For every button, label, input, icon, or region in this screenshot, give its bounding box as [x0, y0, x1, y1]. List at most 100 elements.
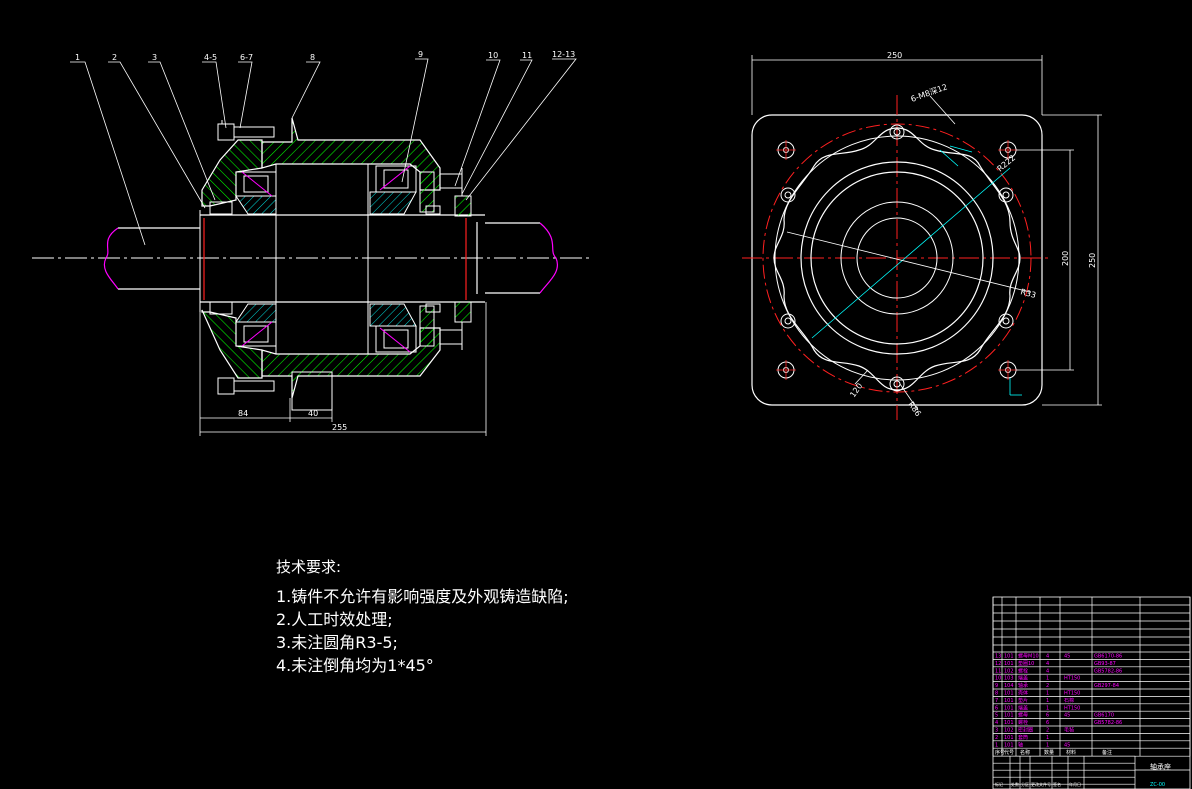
part-row-code: 101 [1004, 742, 1014, 748]
bearing-left [235, 171, 277, 347]
annotation-leaders [811, 145, 1022, 396]
header-remark: 备注 [1102, 749, 1112, 756]
bottom-label: 标记 [995, 781, 1003, 787]
bearing-right [369, 165, 417, 353]
part-row-material: 45 [1064, 742, 1070, 748]
section-dimensions [199, 302, 487, 436]
part-row-code: 104 [1004, 683, 1014, 689]
bottom-label: 分区 [1021, 781, 1029, 787]
label-8: 8 [310, 53, 315, 62]
ring-4 [856, 217, 938, 299]
end-dimensions [751, 55, 1102, 406]
part-row-name: 垫片 [1018, 697, 1028, 704]
part-row-standard: GB5782-86 [1094, 720, 1122, 726]
part-row-qty: 1 [1046, 705, 1049, 711]
part-row-code: 101 [1004, 735, 1014, 741]
part-row-no: 4 [995, 720, 998, 726]
part-row-material: HT150 [1064, 676, 1080, 682]
part-row-no: 9 [995, 683, 998, 689]
part-row-qty: 4 [1046, 654, 1049, 660]
part-row-material: 石棉 [1064, 697, 1074, 704]
label-4-5: 4-5 [204, 53, 217, 62]
label-3: 3 [152, 53, 157, 62]
part-row-material: 毛毡 [1064, 727, 1074, 734]
part-row-qty: 2 [1046, 728, 1049, 734]
part-row-code: 102 [1004, 668, 1014, 674]
part-row-qty: 1 [1046, 698, 1049, 704]
part-row-name: 螺栓 [1018, 719, 1028, 726]
outer-ring [774, 135, 1020, 381]
header-material: 材料 [1066, 749, 1076, 756]
part-row-qty: 1 [1046, 742, 1049, 748]
part-row-code: 101 [1004, 654, 1014, 660]
part-row-no: 8 [995, 691, 998, 697]
part-row-name: 轴 [1018, 741, 1023, 748]
ann-r1: R222 [996, 153, 1018, 173]
part-row-code: 101 [1004, 691, 1014, 697]
dim-40: 40 [308, 409, 318, 418]
label-6-7: 6-7 [240, 53, 253, 62]
part-row-no: 6 [995, 705, 998, 711]
part-row-name: 壳体 [1018, 690, 1028, 697]
dim-overall: 255 [332, 423, 347, 432]
part-row-code: 101 [1004, 705, 1014, 711]
housing [261, 117, 441, 411]
bottom-label: 处数 [1011, 781, 1019, 787]
label-2: 2 [112, 53, 117, 62]
part-row-no: 3 [995, 728, 998, 734]
part-row-qty: 4 [1046, 661, 1049, 667]
radius-leaders [786, 95, 1031, 411]
part-row-name: 轴承 [1018, 682, 1028, 689]
part-row-code: 103 [1004, 676, 1014, 682]
part-row-qty: 1 [1046, 735, 1049, 741]
bottom-label: 签名 [1053, 781, 1061, 787]
tech-item-3: 3.未注圆角R3-5; [276, 633, 398, 652]
part-row-material: 45 [1064, 713, 1070, 719]
part-row-no: 10 [995, 676, 1001, 682]
section-view: 1 2 3 4-5 6-7 8 9 10 11 12-13 84 40 255 [32, 50, 592, 436]
part-row-no: 7 [995, 698, 998, 704]
header-no: 序号 [995, 749, 1005, 756]
label-10: 10 [488, 51, 498, 60]
tech-item-4: 4.未注倒角均为1*45° [276, 656, 434, 675]
dim-84: 84 [238, 409, 248, 418]
part-row-standard: GB93-87 [1094, 661, 1116, 667]
dim-height: 250 [1088, 253, 1097, 268]
part-row-qty: 6 [1046, 720, 1049, 726]
part-row-no: 2 [995, 735, 998, 741]
ring-1 [800, 161, 994, 355]
ann-thread: 6-M8深12 [910, 82, 949, 104]
part-row-name: 端盖 [1018, 704, 1028, 711]
part-row-standard: GB6170 [1094, 713, 1114, 719]
hole-crosses [776, 140, 1018, 380]
part-row-standard: GB297-84 [1094, 683, 1119, 689]
tech-title: 技术要求: [276, 558, 342, 576]
part-row-material: HT150 [1064, 691, 1080, 697]
part-row-name: 密封圈 [1018, 727, 1033, 734]
left-bolts [217, 120, 275, 395]
label-9: 9 [418, 50, 423, 59]
tech-item-1: 1.铸件不允许有影响强度及外观铸造缺陷; [276, 587, 569, 606]
bottom-label: 年月日 [1069, 781, 1081, 787]
part-row-standard: GB6170-86 [1094, 654, 1122, 660]
dim-width: 250 [887, 51, 902, 60]
part-row-no: 1 [995, 742, 998, 748]
part-row-no: 12 [995, 661, 1001, 667]
part-row-qty: 2 [1046, 683, 1049, 689]
bottom-label: 更改文件号 [1031, 781, 1051, 787]
header-name: 名称 [1020, 749, 1030, 756]
technical-requirements: 技术要求: 1.铸件不允许有影响强度及外观铸造缺陷; 2.人工时效处理; 3.未… [276, 556, 569, 677]
part-row-standard: GB5782-86 [1094, 668, 1122, 674]
end-view: 250 250 200 6-M8深12 R222 R33 R86 120 [742, 51, 1102, 420]
drawing-name: 轴承座 [1150, 762, 1171, 771]
part-row-no: 11 [995, 668, 1001, 674]
part-row-name: 螺母M10 [1018, 653, 1039, 660]
part-row-no: 5 [995, 713, 998, 719]
part-row-qty: 6 [1046, 713, 1049, 719]
part-row-name: 螺栓 [1018, 667, 1028, 674]
dim-bolt-span: 200 [1061, 251, 1070, 266]
part-row-qty: 4 [1046, 668, 1049, 674]
part-row-material: HT150 [1064, 705, 1080, 711]
